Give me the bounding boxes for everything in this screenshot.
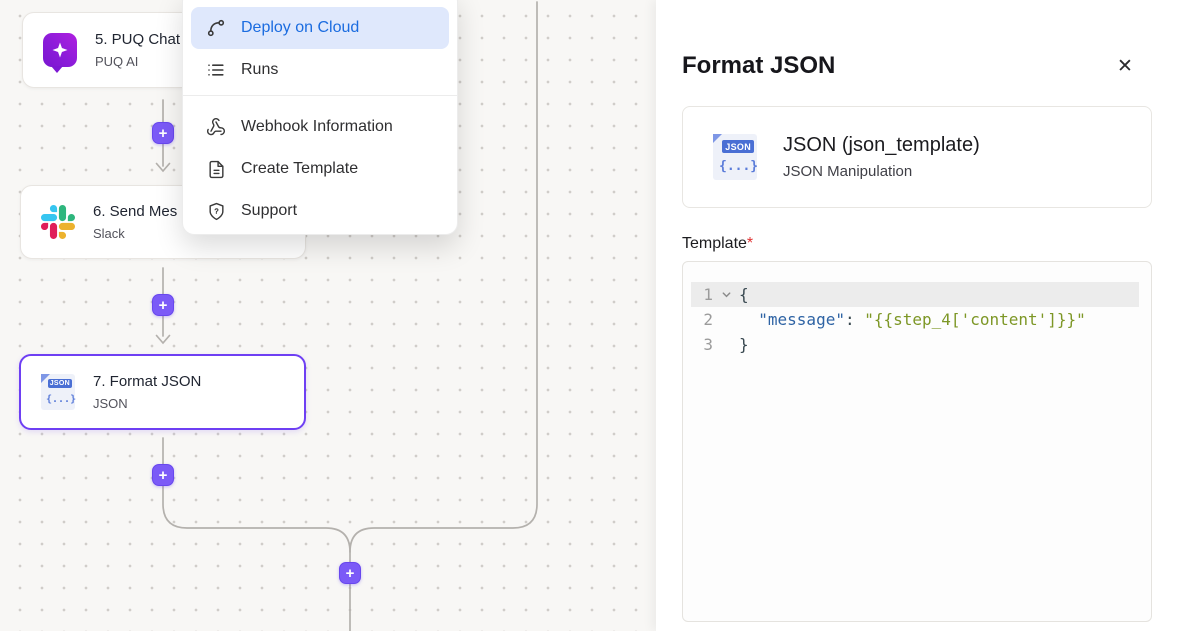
menu-item-label: Runs [241,61,279,78]
menu-item-label: Deploy on Cloud [241,19,360,36]
required-marker: * [746,235,754,252]
line-number: 3 [703,335,713,354]
add-node-button[interactable]: + [152,464,174,486]
puq-ai-icon [43,33,77,73]
node-subtitle: JSON [93,396,128,411]
support-icon: ? [206,201,226,221]
create-template-icon [206,159,226,179]
json-badge: JSON [722,140,754,153]
svg-text:?: ? [214,207,218,215]
menu-item-webhook-information[interactable]: Webhook Information [191,106,449,148]
line-number: 2 [703,310,713,329]
add-node-button[interactable]: + [152,122,174,144]
json-badge: JSON [47,379,72,388]
node-summary-card: JSON {...} JSON (json_template) JSON Man… [682,106,1152,208]
node-subtitle: PUQ AI [95,54,139,69]
menu-item-runs[interactable]: Runs [191,49,449,91]
node-config-panel: Format JSON ✕ JSON {...} JSON (json_temp… [656,0,1189,631]
close-icon[interactable]: ✕ [1117,55,1133,77]
node-title: 7. Format JSON [93,373,202,390]
node-card-title: JSON (json_template) [783,134,980,156]
arrowhead-icon [155,334,171,345]
node-format-json[interactable]: JSON {...} 7. Format JSON JSON [19,354,306,430]
arrowhead-icon [155,162,171,173]
node-card-subtitle: JSON Manipulation [783,163,913,180]
fold-chevron-icon[interactable] [713,289,739,300]
menu-item-support[interactable]: ? Support [191,190,449,232]
code-line: 3 } [691,332,1139,357]
slack-icon [41,205,75,239]
json-file-icon: JSON {...} [41,374,77,410]
panel-header: Format JSON ✕ [682,0,1152,80]
menu-divider [183,95,457,96]
line-number: 1 [703,285,713,304]
menu-item-label: Webhook Information [241,118,393,135]
webhook-icon [206,117,226,137]
template-code-editor[interactable]: 1 { 2 "message": "{{step_4['content']}}"… [682,261,1152,622]
node-title: 5. PUQ Chat [95,31,181,48]
menu-item-label: Create Template [241,160,359,177]
menu-item-create-template[interactable]: Create Template [191,148,449,190]
menu-item-deploy-on-cloud[interactable]: Deploy on Cloud [191,7,449,49]
code-line: 1 { [691,282,1139,307]
menu-item-label: Support [241,202,298,219]
code-line: 2 "message": "{{step_4['content']}}" [691,307,1139,332]
json-file-icon: JSON {...} [713,134,759,180]
node-title: 6. Send Mes [93,203,178,220]
workflow-context-menu: Deploy on Cloud Runs Webhook Information [182,0,458,235]
json-braces: {...} [46,394,77,405]
json-braces: {...} [719,159,759,174]
add-node-button[interactable]: + [339,562,361,584]
node-subtitle: Slack [93,226,125,241]
runs-icon [206,60,226,80]
panel-title: Format JSON [682,52,836,79]
template-field-label: Template* [682,235,754,252]
add-node-button[interactable]: + [152,294,174,316]
deploy-icon [206,18,226,38]
